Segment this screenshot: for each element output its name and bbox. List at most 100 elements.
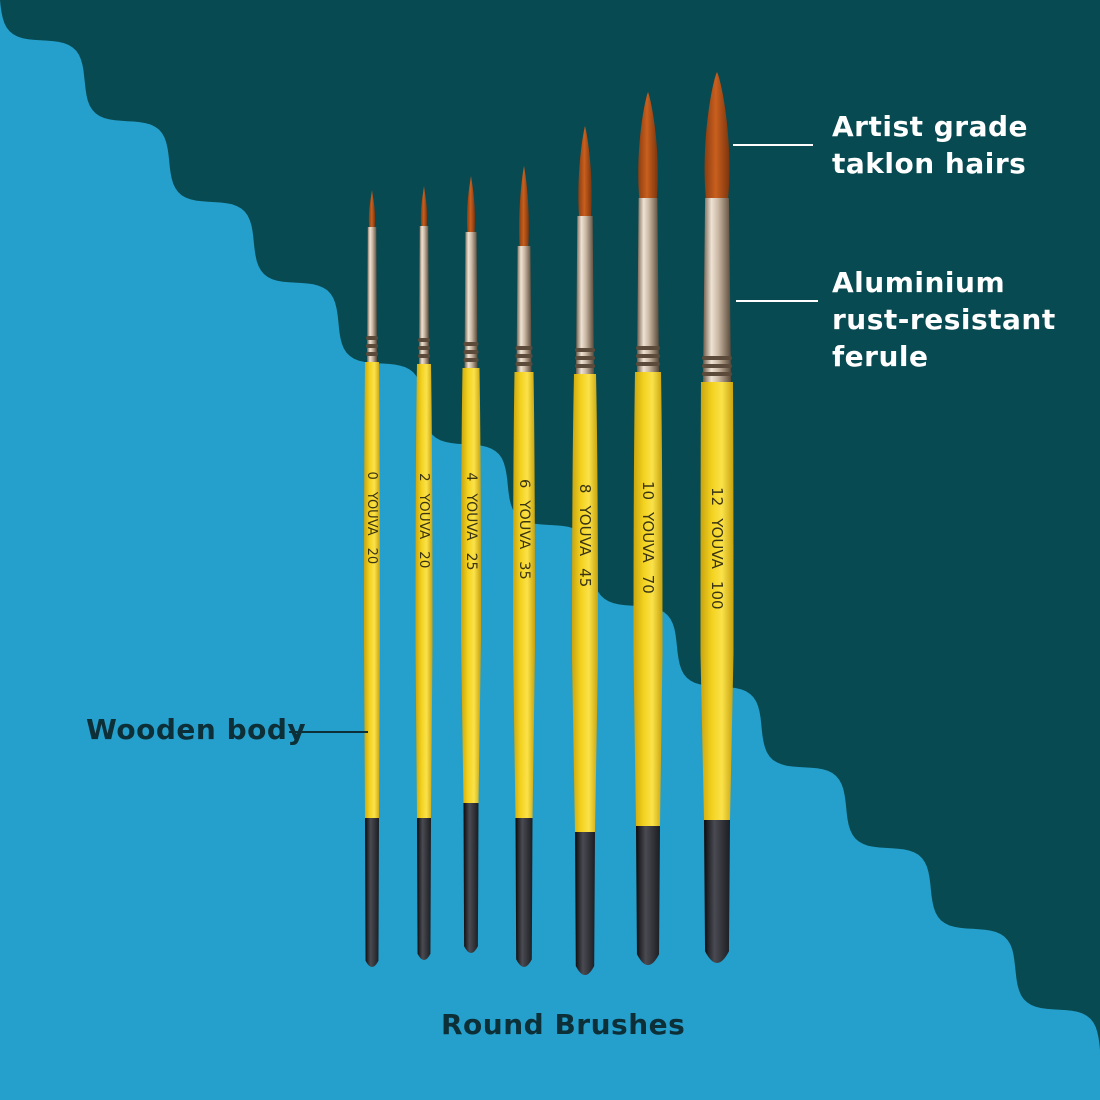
- brush-ferrule-ring: [575, 356, 595, 360]
- brush-handle-tip: [515, 818, 533, 967]
- brush-handle-tip: [463, 803, 479, 953]
- brush-0: 0YOUVA 20: [364, 190, 380, 967]
- brush-ferrule: [464, 232, 478, 368]
- brush-12: 12YOUVA 100: [700, 72, 734, 963]
- brush-bristles: [420, 186, 428, 226]
- brush-6: 6YOUVA 35: [513, 166, 535, 967]
- brush-brand-label: YOUVA: [416, 493, 432, 540]
- brush-ferrule-ring: [418, 346, 430, 350]
- brush-size-label: 2: [416, 473, 432, 482]
- brush-bristles: [578, 126, 592, 216]
- brush-size-label: 6: [516, 479, 532, 488]
- callout-ferule: Aluminium rust-resistant ferule: [832, 264, 1056, 375]
- brush-ferrule-ring: [366, 344, 378, 348]
- brush-ferrule-ring: [515, 354, 533, 358]
- callout-ferule-line-3: ferule: [832, 340, 929, 373]
- brush-size-label: 8: [577, 484, 595, 494]
- brush-code-label: 45: [577, 568, 595, 587]
- brush-8: 8YOUVA 45: [572, 126, 598, 975]
- brush-ferrule: [637, 198, 659, 372]
- brush-handle: [461, 368, 481, 803]
- brush-ferrule-ring: [463, 350, 479, 354]
- brush-ferrule-ring: [366, 336, 378, 340]
- brush-code-label: 25: [463, 553, 479, 571]
- brush-ferrule-ring: [366, 352, 378, 356]
- brush-handle-tip: [704, 820, 730, 963]
- callout-hairs: Artist grade taklon hairs: [832, 108, 1028, 182]
- brush-brand-label: YOUVA: [577, 504, 595, 556]
- brush-handle: [700, 382, 734, 820]
- brush-brand-label: YOUVA: [516, 499, 532, 549]
- brush-ferrule-ring: [418, 354, 430, 358]
- brush-print: 0YOUVA 20: [365, 471, 380, 564]
- callout-ferule-line-1: Aluminium: [832, 266, 1006, 299]
- callout-body-leader: [289, 731, 368, 733]
- brush-handle: [633, 372, 663, 826]
- brush-size-label: 0: [365, 471, 380, 479]
- brush-bristles: [519, 166, 529, 246]
- brush-print: 8YOUVA 45: [577, 484, 595, 587]
- brush-handle-tip: [365, 818, 379, 967]
- brush-code-label: 100: [709, 581, 727, 610]
- brush-ferrule-ring: [515, 346, 533, 350]
- brush-ferrule-ring: [636, 354, 660, 358]
- brush-size-label: 4: [463, 472, 479, 481]
- brush-handle: [572, 374, 598, 832]
- brush-size-label: 10: [640, 481, 658, 500]
- brush-ferrule-ring: [636, 362, 660, 366]
- brush-handle: [513, 372, 535, 818]
- brush-handle-tip: [575, 832, 595, 975]
- brush-handle: [415, 364, 433, 818]
- brush-ferrule: [703, 198, 731, 382]
- callout-body: Wooden body: [86, 713, 307, 746]
- brush-size-label: 12: [709, 487, 727, 506]
- brush-ferrule: [576, 216, 594, 374]
- callout-hairs-line-2: taklon hairs: [832, 147, 1027, 180]
- brush-print: 4YOUVA 25: [463, 472, 479, 570]
- brush-ferrule-ring: [702, 356, 732, 360]
- brush-code-label: 70: [640, 575, 658, 594]
- brush-ferrule-ring: [418, 338, 430, 342]
- brush-handle: [364, 362, 380, 818]
- brush-brand-label: YOUVA: [365, 491, 380, 536]
- brush-brand-label: YOUVA: [640, 511, 658, 563]
- brush-ferrule-ring: [702, 364, 732, 368]
- brush-ferrule-ring: [575, 364, 595, 368]
- brush-ferrule-ring: [515, 362, 533, 366]
- brush-ferrule-ring: [702, 372, 732, 376]
- brush-ferrule-ring: [636, 346, 660, 350]
- brush-ferrule-ring: [575, 348, 595, 352]
- brush-handle-tip: [417, 818, 431, 960]
- brush-ferrule: [516, 246, 532, 372]
- brush-brand-label: YOUVA: [463, 492, 479, 541]
- brush-brand-label: YOUVA: [709, 517, 727, 569]
- callout-hairs-leader: [733, 144, 813, 146]
- brush-ferrule: [419, 226, 429, 364]
- callout-hairs-line-1: Artist grade: [832, 110, 1029, 143]
- brush-ferrule-ring: [463, 358, 479, 362]
- brush-4: 4YOUVA 25: [461, 176, 481, 953]
- brush-10: 10YOUVA 70: [633, 92, 663, 965]
- brush-code-label: 20: [416, 551, 432, 568]
- brush-print: 6YOUVA 35: [516, 479, 532, 580]
- brush-print: 2YOUVA 20: [416, 473, 432, 568]
- brush-bristles: [704, 72, 730, 198]
- brush-code-label: 20: [365, 548, 380, 565]
- brush-bristles: [638, 92, 658, 198]
- brush-bristles: [368, 190, 376, 227]
- brush-ferrule: [367, 227, 377, 362]
- brush-print: 10YOUVA 70: [640, 481, 658, 594]
- callout-ferule-leader: [736, 300, 818, 302]
- caption: Round Brushes: [441, 1008, 686, 1041]
- brush-ferrule-ring: [463, 342, 479, 346]
- brush-bristles: [467, 176, 475, 232]
- brush-handle-tip: [636, 826, 660, 965]
- brush-2: 2YOUVA 20: [415, 186, 433, 960]
- brush-code-label: 35: [516, 561, 532, 579]
- callout-ferule-line-2: rust-resistant: [832, 303, 1056, 336]
- brush-print: 12YOUVA 100: [709, 487, 727, 609]
